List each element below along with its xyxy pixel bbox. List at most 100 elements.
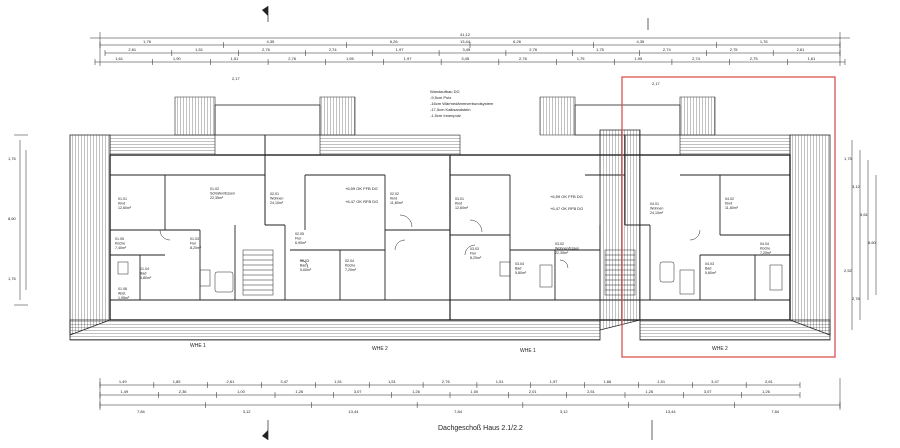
dimension-value: 8,60 [868,240,877,245]
room-name: Wohnen [650,207,663,211]
dimension-value: 2,61 [227,379,236,384]
dimension-value: 2,61 [765,379,774,384]
room-id: 03.03 [470,247,479,251]
dimension-value: 3,07 [704,389,713,394]
room-name: Küche [345,264,355,268]
room-area: 12,60m² [118,206,132,210]
room-area: 22,35m² [210,196,224,200]
dimension-value: 6,26 [513,39,522,44]
dimension-value: 2,76 [852,296,861,301]
dimension-value: 1,76 [8,276,17,281]
room-name: Abst. [118,292,126,296]
room-area: 12,60m² [455,206,469,210]
dimension-value: 2,17 [232,76,241,81]
room-name: Kind [725,202,732,206]
room-area: 24,10m² [650,211,664,215]
dimension-value: 7,84 [771,409,780,414]
room-area: 7,20m² [345,268,357,272]
room-id: 02.02 [390,192,399,196]
room-area: 24,10m² [270,201,284,205]
room-area: 7,20m² [760,251,772,255]
section-marker-top-right [647,18,653,440]
dimension-value: 1,51 [496,379,505,384]
dimension-value: 2,76 [262,47,271,52]
staircase-right [604,249,636,296]
dimension-value: 1,95 [634,56,643,61]
bathroom-fixtures [117,261,783,295]
room-id: 01.02 [210,187,219,191]
room-id: 01.05 [115,237,124,241]
notes-line: -17,5cm Kalksandstein [430,107,470,112]
dimension-value: 1,26 [645,389,654,394]
door-swings [159,214,701,269]
dimension-value: 1,76 [8,156,17,161]
dimension-value: 2,36 [179,389,188,394]
dimension-value: 4,35 [637,39,646,44]
dimension-value: 13,44 [460,39,471,44]
room-id: 03.01 [455,197,464,201]
section-marker-bottom [262,420,269,440]
room-area: 5,80m² [140,276,152,280]
dimension-value: 2,76 [529,47,538,52]
unit-label: WHE 1 [520,348,536,354]
room-name: Kind [455,202,462,206]
dimension-value: 2,76 [288,56,297,61]
drawing-title: Dachgeschoß Haus 2.1/2.2 [438,425,523,432]
notes-line: -16cm Wärmedämmverbundsystem [430,101,494,106]
dimension-value: 1,51 [195,47,204,52]
outer-walls [109,135,791,321]
dimension-value: 3,07 [354,389,363,394]
room-name: Wohnen/Essen [555,247,579,251]
room-area: 6,90m² [295,241,307,245]
dimension-value: 1,75 [577,56,586,61]
dimension-value: 2,76 [442,379,451,384]
dimension-value: 2,76 [519,56,528,61]
room-area: 8,20m² [470,256,482,260]
room-id: 04.02 [725,197,734,201]
room-id: 02.01 [270,192,279,196]
dimension-value: 7,84 [137,409,146,414]
dimension-total: 41,12 [460,32,471,37]
dimension-value: 3,45 [462,47,471,52]
dimension-value: 1,90 [173,56,182,61]
unit-label: WHE 2 [712,346,728,352]
dimension-value: 5,61 [860,212,869,217]
level-label: +6,47 OK RFB DG [550,206,583,211]
dimension-value: 3,12 [243,409,252,414]
room-name: Wohnen [270,197,283,201]
room-name: Kind [118,202,125,206]
dimension-value: 7,84 [454,409,463,414]
dimension-value: 1,75 [844,156,853,161]
unit-label: WHE 2 [372,346,388,352]
level-label: +6,59 OK FFB DG [345,186,378,191]
dimension-value: 1,61 [808,56,817,61]
notes-line: -1,5cm Innenputz [430,113,461,118]
dimension-value: 1,75 [596,47,605,52]
dimension-value: 1,97 [550,379,559,384]
notes-heading: Wandaufbau DG [430,89,460,94]
room-name: Kind [390,197,397,201]
room-id: 01.03 [190,237,199,241]
room-id: 02.04 [345,259,354,263]
room-area: 7,40m² [115,246,127,250]
room-id: 02.03 [300,259,309,263]
unit-label: WHE 1 [190,343,206,349]
room-area: 22,35m² [555,251,569,255]
room-labels: 01.01Kind12,60m²01.02Schlafen/Essen22,35… [115,187,772,300]
dimension-value: 3,45 [461,56,470,61]
dimension-value: 3,47 [711,379,720,384]
room-name: Bad [300,264,306,268]
room-id: 01.01 [118,197,127,201]
dimension-value: 1,76 [143,39,152,44]
highlight-frame [621,76,836,358]
dimension-value: 2,52 [844,268,853,273]
room-area: 11,80m² [725,206,739,210]
dimension-value: 2,61 [797,47,806,52]
room-name: Bad [515,267,521,271]
dimension-value: 3,12 [560,409,569,414]
dimension-value: 2,51 [587,389,596,394]
room-area: 8,20m² [190,246,202,250]
